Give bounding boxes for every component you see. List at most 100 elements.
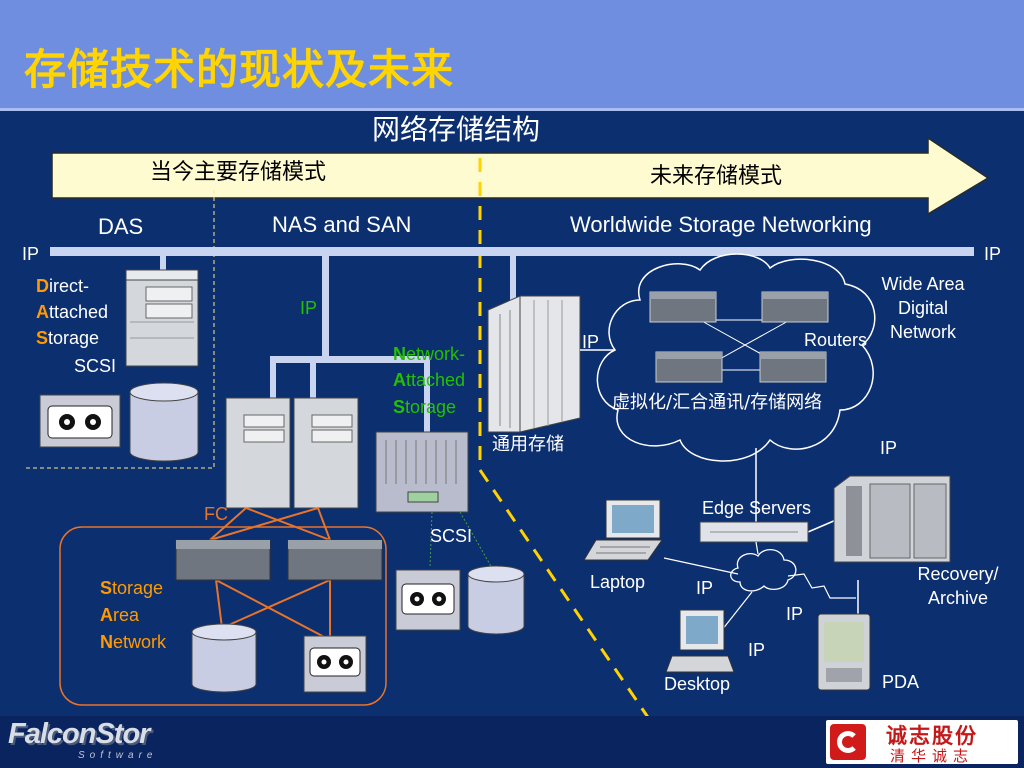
timeline-arrow [51, 136, 990, 216]
nas-letter-n: N [393, 344, 406, 364]
laptop-link [663, 557, 739, 575]
nas-letter-a: A [393, 370, 406, 390]
recovery-link [807, 519, 837, 533]
wan-line-2: Digital [897, 298, 949, 318]
san-letter-a: A [100, 605, 113, 625]
general-storage-label: 通用存储 [492, 434, 564, 455]
current-mode-label: 当今主要存储模式 [150, 160, 327, 185]
nas-line-1: Network- [393, 344, 465, 366]
desktop-label: Desktop [664, 674, 731, 694]
pda-icon [817, 613, 871, 691]
router-4 [759, 351, 827, 383]
ip-label-laptop: IP [696, 578, 714, 598]
recovery-archive-library [833, 475, 951, 563]
edge-server [699, 521, 809, 543]
das-line-3: Storage [36, 328, 99, 350]
edge-cloud-link [755, 541, 759, 555]
pda-wireless-link [787, 573, 856, 599]
san-line-1: Storage [100, 578, 163, 600]
nas-line-3: Storage [393, 397, 456, 419]
era-divider-diagonal [478, 469, 662, 736]
router-1 [649, 291, 717, 323]
das-heading: DAS [98, 214, 144, 239]
das-server [125, 269, 199, 367]
das-disk-icon [129, 382, 199, 462]
nas-scsi-label: SCSI [430, 526, 473, 546]
nas-drop [322, 256, 329, 360]
chengzhi-wordmark: 诚志股份 [886, 724, 978, 748]
falconstor-wordmark: FalconStor [8, 718, 150, 750]
recovery-line-1: Recovery/ [917, 564, 999, 584]
header-divider [0, 108, 1024, 111]
san-line-2: Area [100, 605, 139, 627]
chengzhi-logo: 诚志股份 清华诚志 [826, 720, 1018, 765]
router-3 [655, 351, 723, 383]
ip-label-edge: IP [880, 438, 898, 458]
ip-label-right: IP [984, 244, 1002, 264]
ip-label-desktop: IP [748, 640, 766, 660]
nas-device [375, 431, 469, 513]
san-word-1: torage [112, 578, 164, 598]
san-switch-2 [287, 539, 383, 581]
laptop-label: Laptop [590, 572, 646, 592]
wan-label: Wide Area Digital Network [872, 272, 974, 344]
chengzhi-emblem-icon [830, 724, 866, 760]
nas-word-1: etwork- [406, 344, 466, 364]
das-letter-s: S [36, 328, 49, 348]
san-word-3: etwork [113, 632, 167, 652]
nas-bus [270, 356, 430, 363]
das-letter-d: D [36, 276, 49, 296]
das-word-2: ttached [49, 302, 109, 322]
nas-tape-icon [395, 569, 461, 631]
virtual-network-label: 虚拟化/汇合通讯/存储网络 [612, 392, 823, 413]
future-mode-label: 未来存储模式 [650, 164, 783, 189]
das-tape-icon [39, 394, 121, 448]
server2-drop [310, 360, 316, 400]
nas-word-3: torage [405, 397, 457, 417]
das-drop [160, 256, 166, 270]
ip-label-storage: IP [582, 332, 600, 352]
nas-device-drop [424, 360, 430, 435]
ip-backbone [50, 247, 974, 256]
san-switch-1 [175, 539, 271, 581]
recovery-label: Recovery/ Archive [908, 562, 1008, 610]
san-letter-s: S [100, 578, 113, 598]
san-letter-n: N [100, 632, 113, 652]
pda-label: PDA [882, 672, 920, 692]
nas-word-2: ttached [406, 370, 466, 390]
edge-servers-label: Edge Servers [702, 498, 812, 518]
san-line-3: Network [100, 632, 166, 654]
chengzhi-sub: 清华诚志 [890, 747, 975, 765]
nas-letter-s: S [393, 397, 406, 417]
ip-label-nas: IP [300, 298, 318, 318]
das-word-3: torage [48, 328, 100, 348]
storage-drop [510, 256, 516, 302]
routers-label: Routers [804, 330, 868, 350]
das-letter-a: A [36, 302, 49, 322]
nas-scsi-link [429, 511, 433, 569]
nas-line-2: Attached [393, 370, 465, 392]
das-scsi-label: SCSI [74, 356, 117, 376]
recovery-line-2: Archive [927, 588, 989, 608]
das-line-1: Direct- [36, 276, 89, 298]
falconstor-sub: Software [78, 750, 158, 761]
wan-line-1: Wide Area [881, 274, 965, 294]
diagram-title: 网络存储结构 [372, 113, 541, 146]
san-server-2 [293, 397, 359, 509]
ip-label-left: IP [22, 244, 40, 264]
das-box [26, 190, 215, 469]
wsn-heading: Worldwide Storage Networking [570, 212, 872, 237]
fc-label: FC [204, 504, 228, 524]
nas-san-heading: NAS and SAN [272, 212, 412, 237]
san-box [59, 526, 387, 706]
san-disk-icon [191, 623, 257, 693]
nas-scsi-link-2 [459, 511, 493, 569]
falconstor-logo: FalconStor Software [8, 718, 188, 764]
router-2 [761, 291, 829, 323]
san-word-2: rea [113, 605, 140, 625]
san-server-1 [225, 397, 291, 509]
wan-line-3: Network [889, 322, 956, 342]
desktop-link [721, 591, 753, 631]
